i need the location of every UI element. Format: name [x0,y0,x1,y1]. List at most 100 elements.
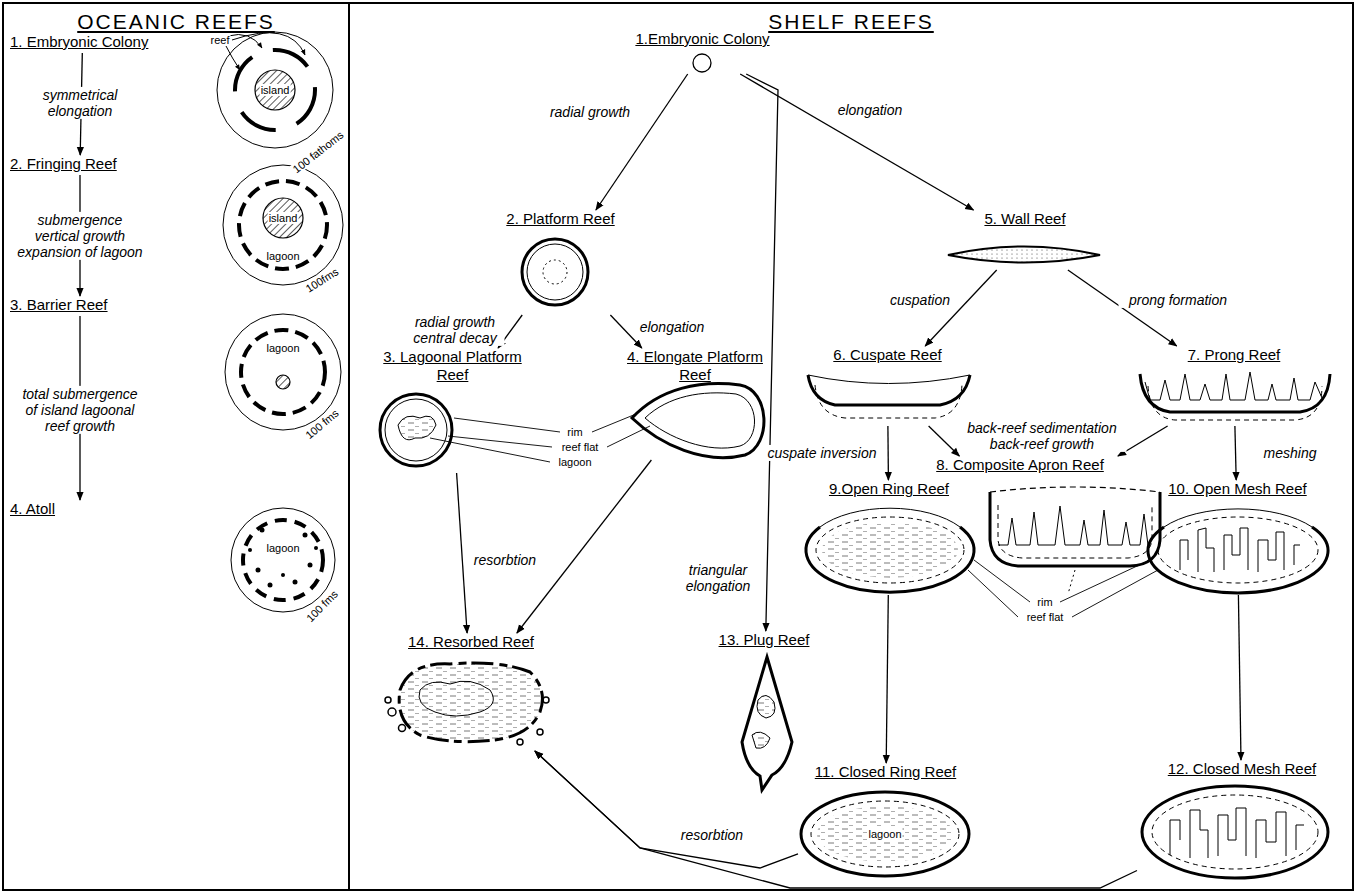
transition-arrow [596,74,688,210]
drawing-stroke [255,70,295,110]
drawing-stroke [385,399,447,461]
drawing-stroke [607,426,650,447]
transition-label: resorbtion [464,552,546,568]
stage-title: 9.Open Ring Reef [800,480,978,498]
drawing-stroke [385,697,549,745]
drawing-stroke [399,663,542,742]
stage-title: 2. Platform Reef [498,210,623,228]
stage-title: 3. Lagoonal Platform Reef [380,348,525,384]
drawing-stroke [303,533,308,538]
part-label: lagoon [265,542,300,554]
drawing-stroke [816,517,964,583]
drawing-stroke [543,697,549,703]
stage-title: 8. Composite Apron Reef [875,456,1165,474]
stage-title: 1. Embryonic Colony [10,33,155,51]
transition-arrow [886,595,888,763]
stage-title: 11. Closed Ring Reef [798,763,973,781]
drawing-stroke [968,570,1018,617]
stage-heading: 8. Composite Apron Reef [875,456,1165,574]
drawing-stroke [1164,509,1312,527]
part-label: lagoon [265,250,300,262]
drawing-stroke [811,801,959,867]
drawing-stroke [232,33,305,55]
stage-heading: 12. Closed Mesh Reef [1137,760,1347,882]
stage-title: 12. Closed Mesh Reef [1137,760,1347,778]
stage-title: 5. Wall Reef [940,210,1110,228]
drawing-stroke [1152,795,1318,869]
drawing-stroke [225,314,341,430]
drawing-stroke [801,792,969,876]
stage-title: 1.Embryonic Colony [620,30,785,48]
drawing-stroke [645,393,755,448]
part-label: reef [210,34,231,46]
drawing-stroke [822,522,958,578]
drawing-stroke [742,657,792,790]
stage-heading: 1. Embryonic Colony [10,33,155,53]
drawing-stroke [1142,786,1328,878]
drawing-stroke [998,505,1152,558]
transition-arrow [1235,426,1236,480]
drawing-stroke [1158,517,1318,583]
drawing-stroke [1148,386,1322,420]
drawing-stroke [454,418,560,432]
drawing-stroke [1145,372,1322,400]
stage-heading: 14. Resorbed Reef [382,633,560,751]
drawing-stroke [537,729,543,735]
transition-label: elongation [818,102,922,118]
drawing-stroke [243,520,323,600]
drawing-stroke [263,198,303,238]
part-label: lagoon [867,828,902,840]
drawing-stroke [314,546,318,550]
oceanic-drawings [217,32,343,612]
drawing-stroke [226,46,240,70]
stage-title: 6. Cuspate Reef [800,346,975,364]
transition-label: total submergence of island lagoonal ree… [13,386,147,434]
stage-title: 7. Prong Reef [1135,346,1333,364]
transition-arrow [929,426,960,456]
stage-heading: 4. Atoll [10,500,150,520]
stage-heading: 11. Closed Ring Reef [798,763,973,880]
drawing-stroke [1072,570,1158,617]
stage-heading: 13. Plug Reef [718,631,810,793]
stage-title: 4. Elongate Platform Reef [625,348,765,384]
stage-heading: 4. Elongate Platform Reef [625,348,765,460]
drawing-stroke [235,50,315,130]
stage-heading: 3. Barrier Reef [10,296,150,316]
part-label: rim [566,426,583,438]
stage-heading: 3. Lagoonal Platform Reef [380,348,525,473]
stage-heading: 2. Fringing Reef [10,155,150,175]
stage-heading: 1.Embryonic Colony [620,30,785,74]
drawing-stroke [990,492,1160,566]
panel-frame: OCEANIC REEFS1. Embryonic Colony2. Fring… [2,2,350,891]
transition-arrow [535,751,1137,888]
transition-label: elongation [631,319,713,335]
drawing-stroke [820,508,960,527]
drawing-stroke [241,330,325,414]
part-label: island [260,84,291,96]
stage-heading: 10. Open Mesh Reef [1140,480,1335,595]
transition-label: resorbtion [669,827,755,843]
drawing-stroke [990,487,1160,492]
drawing-stroke [388,708,396,716]
part-label: lagoon [265,342,300,354]
drawing-stroke [806,527,974,592]
drawing-stroke [517,739,523,745]
stage-heading: 9.Open Ring Reef [800,480,978,595]
drawing-stroke [293,580,298,585]
drawing-stroke [1180,528,1300,572]
drawing-stroke [948,247,1100,263]
drawing-stroke [527,244,583,300]
part-label: 100 fms [303,587,341,625]
drawing-stroke [380,394,452,466]
drawing-stroke [1060,560,1150,602]
drawing-stroke [239,181,327,269]
transition-arrow [887,426,889,480]
transition-label: triangular elongation [674,562,762,594]
stage-heading: 7. Prong Reef [1135,346,1333,426]
stage-heading: 5. Wall Reef [940,210,1110,270]
transition-label: radial growth [533,104,647,120]
drawing-stroke [260,528,265,533]
drawing-stroke [385,697,391,703]
part-label: island [268,212,299,224]
